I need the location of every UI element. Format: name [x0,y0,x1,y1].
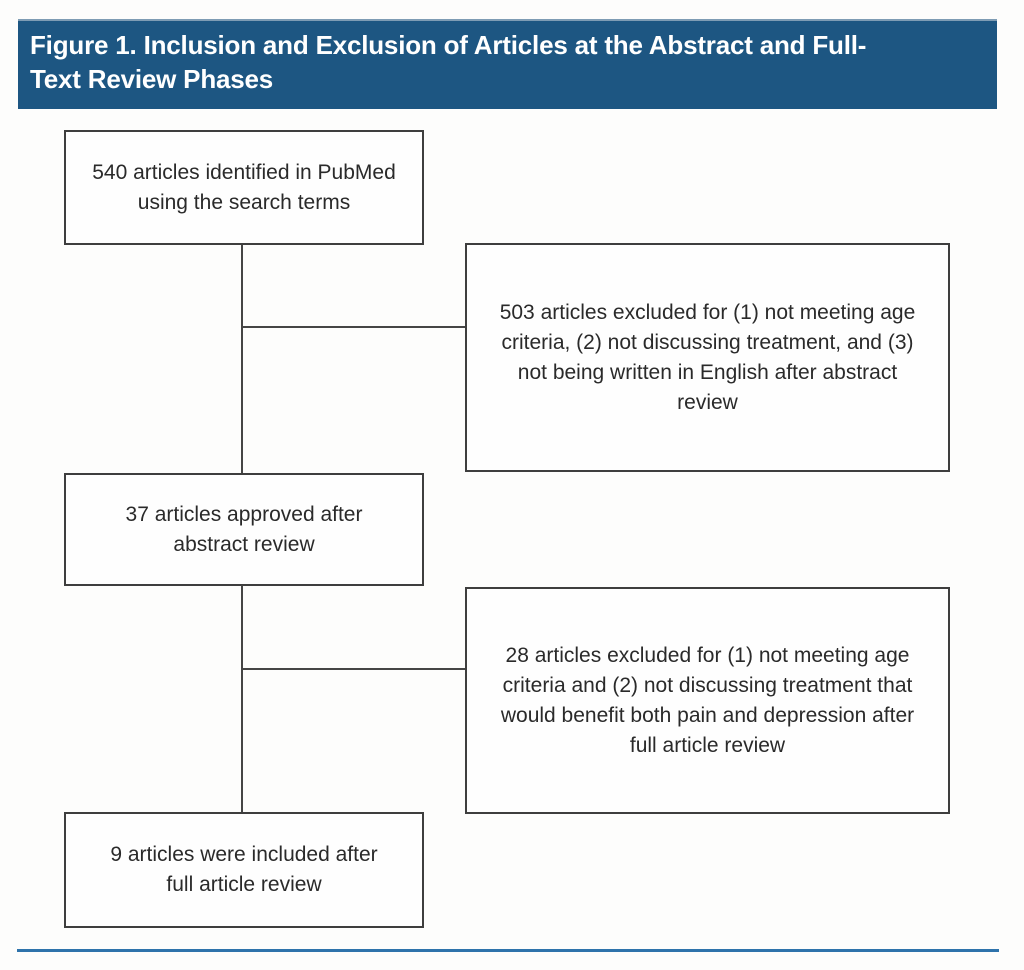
figure-title: Figure 1. Inclusion and Exclusion of Art… [30,30,867,94]
figure-title-bar: Figure 1. Inclusion and Exclusion of Art… [18,19,997,109]
connector-branch-to-excluded-full-text [243,668,465,670]
flow-box-excluded-full-text-review: 28 articles excluded for (1) not meeting… [465,587,950,814]
flow-box-identified: 540 articles identified in PubMed using … [64,130,424,245]
flow-box-included-final: 9 articles were included after full arti… [64,812,424,928]
flow-box-approved-abstract-review-text: 37 articles approved after abstract revi… [125,502,363,556]
flow-box-included-final-text: 9 articles were included after full arti… [110,843,378,896]
connector-vertical-identified-to-approved [241,245,243,473]
connector-branch-to-excluded-abstract [243,326,465,328]
flow-box-excluded-abstract-review: 503 articles excluded for (1) not meetin… [465,243,950,472]
flow-box-approved-abstract-review: 37 articles approved after abstract revi… [64,473,424,586]
footer-rule [17,949,999,952]
connector-vertical-approved-to-included [241,585,243,812]
flow-box-excluded-full-text-review-text: 28 articles excluded for (1) not meeting… [500,643,915,757]
flow-box-excluded-abstract-review-text: 503 articles excluded for (1) not meetin… [499,300,916,414]
flow-box-identified-text: 540 articles identified in PubMed using … [92,160,396,214]
